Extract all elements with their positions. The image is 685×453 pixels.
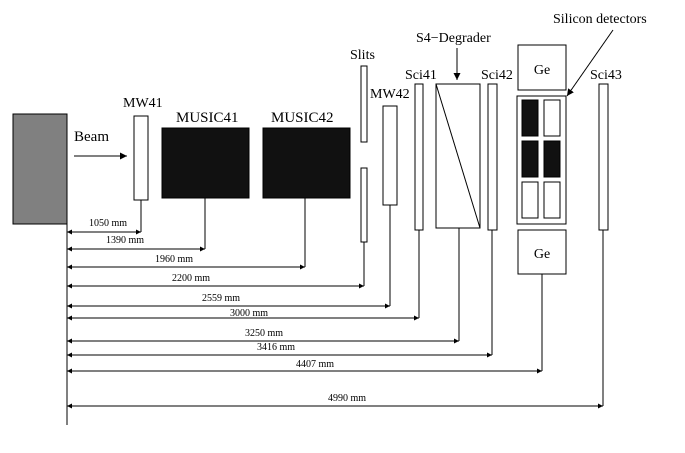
dim-label-degrader: 3250 mm bbox=[245, 328, 283, 339]
dimension-lines: 1050 mm 1390 mm 1960 mm 2200 mm 2559 mm … bbox=[67, 218, 603, 409]
sci42-scintillator bbox=[487, 83, 498, 231]
dim-label-slits: 2200 mm bbox=[172, 273, 210, 284]
degrader-label: S4−Degrader bbox=[416, 31, 491, 46]
mw41-detector bbox=[133, 115, 149, 201]
beam-source-block bbox=[12, 113, 68, 225]
sci41-scintillator bbox=[414, 83, 424, 231]
silicon-detector-2a bbox=[521, 140, 539, 178]
sci42-label: Sci42 bbox=[481, 68, 513, 83]
sci43-scintillator bbox=[598, 83, 609, 231]
slit-lower bbox=[360, 167, 368, 243]
dim-label-sci43: 4990 mm bbox=[328, 393, 366, 404]
music42-chamber bbox=[262, 127, 351, 199]
sci41-label: Sci41 bbox=[405, 68, 437, 83]
dim-label-music42: 1960 mm bbox=[155, 254, 193, 265]
ge-top-label: Ge bbox=[534, 63, 550, 78]
dim-label-music41: 1390 mm bbox=[106, 235, 144, 246]
mw42-label: MW42 bbox=[370, 87, 410, 102]
music41-label: MUSIC41 bbox=[176, 110, 239, 126]
ge-bottom-label: Ge bbox=[534, 247, 550, 262]
slits-label: Slits bbox=[350, 48, 375, 63]
silicon-detector-1a bbox=[521, 99, 539, 137]
mw41-label: MW41 bbox=[123, 96, 163, 111]
degrader-wedge-diagonal bbox=[435, 83, 481, 229]
silicon-detector-3a bbox=[521, 181, 539, 219]
music41-chamber bbox=[161, 127, 250, 199]
ge-detector-top bbox=[517, 44, 567, 91]
sci43-label: Sci43 bbox=[590, 68, 622, 83]
dim-label-sci42: 3416 mm bbox=[257, 342, 295, 353]
silicon-detector-1b bbox=[543, 99, 561, 137]
silicon-arrow bbox=[566, 29, 614, 97]
dim-label-sci41: 3000 mm bbox=[230, 308, 268, 319]
music42-label: MUSIC42 bbox=[271, 110, 334, 126]
dim-label-mw42: 2559 mm bbox=[202, 293, 240, 304]
dim-label-ge: 4407 mm bbox=[296, 359, 334, 370]
silicon-detector-3b bbox=[543, 181, 561, 219]
slit-upper bbox=[360, 65, 368, 143]
silicon-detectors-label: Silicon detectors bbox=[553, 12, 647, 27]
beam-label: Beam bbox=[74, 129, 109, 145]
dim-label-mw41: 1050 mm bbox=[89, 218, 127, 229]
mw42-detector bbox=[382, 105, 398, 206]
silicon-detector-2b bbox=[543, 140, 561, 178]
